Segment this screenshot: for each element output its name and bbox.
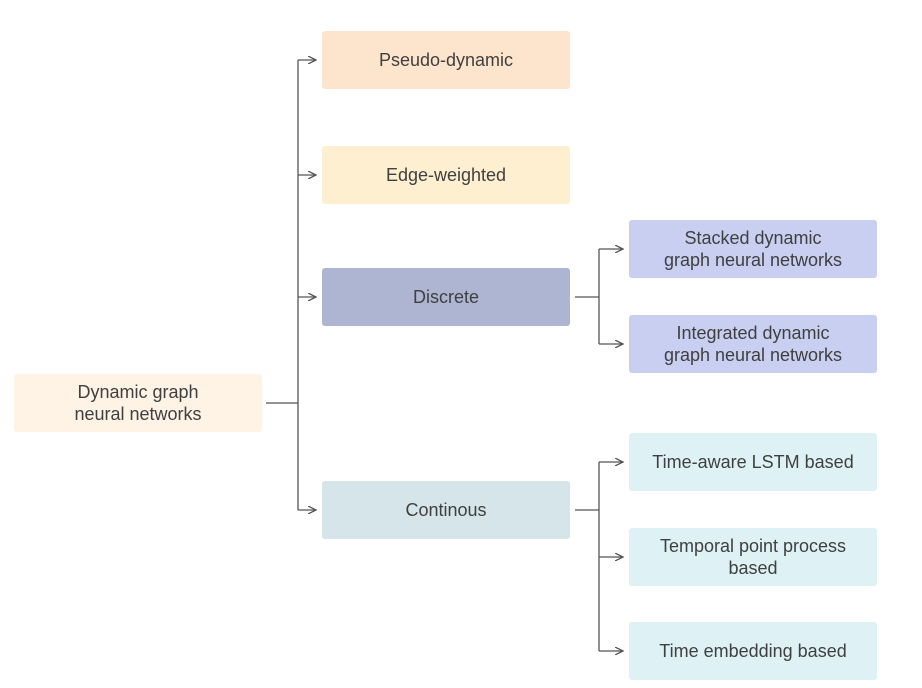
continous-child-time-embedding: Time embedding based: [629, 622, 877, 680]
category-node-continous: Continous: [322, 481, 570, 539]
discrete-child-integrated: Integrated dynamic graph neural networks: [629, 315, 877, 373]
category-node-discrete: Discrete: [322, 268, 570, 326]
category-node-pseudo-dynamic: Pseudo-dynamic: [322, 31, 570, 89]
root-node: Dynamic graph neural networks: [14, 374, 262, 432]
discrete-child-stacked: Stacked dynamic graph neural networks: [629, 220, 877, 278]
continous-child-time-aware-lstm: Time-aware LSTM based: [629, 433, 877, 491]
continous-child-temporal-point-process: Temporal point process based: [629, 528, 877, 586]
category-node-edge-weighted: Edge-weighted: [322, 146, 570, 204]
